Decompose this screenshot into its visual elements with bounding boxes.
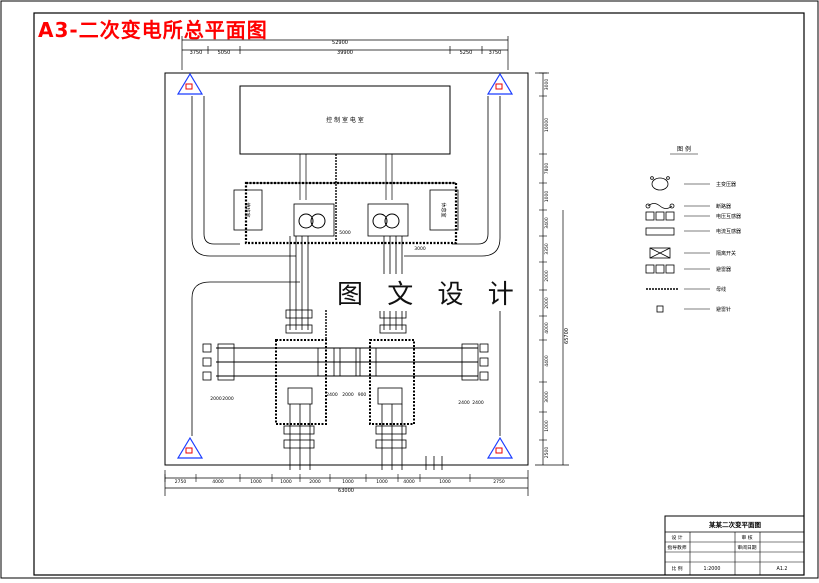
title-block-sheet: A1.2 xyxy=(777,566,788,572)
title-block-r1c2: 审阅日期 xyxy=(737,544,756,551)
control-building xyxy=(239,85,451,155)
legend-title: 图 例 xyxy=(677,145,691,153)
bottom-dim-label: 4000 xyxy=(212,479,224,485)
bottom-dim-label: 2750 xyxy=(175,479,187,485)
dim-inner-5: 2400 xyxy=(458,400,470,406)
transformer-yard: 值班室 休息室 5000 3000 xyxy=(233,154,459,252)
dim-bottom-overall: 63000 xyxy=(338,488,354,494)
corner-lightning-rods xyxy=(176,72,514,459)
right-dim-label: 1000 xyxy=(544,420,550,432)
dim-top-left-2: 5050 xyxy=(218,50,231,56)
site-boundary xyxy=(164,72,529,466)
switchyard-upper xyxy=(285,309,407,340)
right-dim-label: 4000 xyxy=(544,322,550,334)
bottom-dim-label: 2000 xyxy=(309,479,321,485)
right-dimension-segments: 3000 10000 7800 1000 3400 3350 2000 2000 4000 440… xyxy=(539,72,550,459)
title-block-name: 某某二次变平面图 xyxy=(709,520,762,529)
dim-top-left-1: 3750 xyxy=(190,50,203,56)
bus-end-equipment xyxy=(202,343,489,381)
watermark-text: 图 文 设 计 xyxy=(334,274,525,311)
upper-road xyxy=(191,96,501,257)
legend-item-voltage-transformer: 电压互感器 xyxy=(716,213,741,220)
dim-inner-7: 2400 xyxy=(326,392,338,398)
right-dim-label: 2000 xyxy=(544,270,550,282)
dim-inner-4: 2000 xyxy=(222,396,234,402)
top-dimensions xyxy=(181,36,509,70)
legend-item-busbar: 母线 xyxy=(716,286,726,293)
dim-inner-6: 2400 xyxy=(472,400,484,406)
dim-inner-9: 900 xyxy=(358,392,367,398)
right-dim-label: 3000 xyxy=(544,79,550,91)
right-dimensions xyxy=(535,72,569,466)
busbars xyxy=(216,347,478,377)
bottom-dim-label: 1000 xyxy=(250,479,262,485)
right-dim-label: 3400 xyxy=(544,217,550,229)
right-dim-label: 7800 xyxy=(544,163,550,175)
bottom-dim-label: 1000 xyxy=(280,479,292,485)
drawing-title: A3-二次变电所总平面图 xyxy=(38,18,268,42)
title-block: 某某二次变平面图 设 计 审 核 指导教师 审阅日期 比 例 1:2000 A1… xyxy=(664,515,805,576)
switchyard-frames xyxy=(275,339,415,425)
title-block-scale: 1:2000 xyxy=(704,566,721,572)
title-block-r0c2: 审 核 xyxy=(741,534,752,541)
title-block-r0c0: 设 计 xyxy=(671,534,682,541)
side-box-left-label: 值班室 xyxy=(244,202,251,217)
right-dim-label: 10000 xyxy=(544,118,550,132)
dim-right-overall: 65700 xyxy=(564,328,570,344)
dim-top-inner: 39900 xyxy=(337,50,353,56)
legend-item-lightning-rod: 避雷针 xyxy=(716,306,731,313)
dim-inner-8: 2000 xyxy=(342,392,354,398)
bottom-dim-label: 2750 xyxy=(493,479,505,485)
title-block-r1c0: 指导教师 xyxy=(667,544,686,551)
bottom-dim-label: 1000 xyxy=(439,479,451,485)
legend-item-main-transformer: 主变压器 xyxy=(716,181,736,188)
dim-inner-2: 3000 xyxy=(414,246,426,252)
side-box-right-label: 休息室 xyxy=(440,202,447,217)
title-block-r2c0: 比 例 xyxy=(671,565,682,572)
dim-top-overall: 52900 xyxy=(332,40,348,46)
right-dim-label: 2500 xyxy=(544,447,550,459)
legend-item-disconnect-switch: 隔离开关 xyxy=(716,250,736,257)
right-dim-label: 4400 xyxy=(544,355,550,367)
control-building-label: 控 制 室 电 室 xyxy=(326,116,364,124)
inner-border xyxy=(33,12,805,576)
right-dim-label: 2000 xyxy=(544,297,550,309)
legend-item-current-transformer: 电流互感器 xyxy=(716,228,741,235)
legend-item-breaker: 断路器 xyxy=(716,203,731,210)
dim-top-right-1: 5250 xyxy=(460,50,473,56)
bottom-dimension-segments: 2750 4000 1000 1000 2000 1000 1000 4000 1000 2750 xyxy=(164,474,505,485)
legend: 图 例 主变压器 断路器 电压互感器 电流 xyxy=(645,145,741,313)
bottom-dim-label: 4000 xyxy=(403,479,415,485)
dim-top-right-2: 3750 xyxy=(489,50,502,56)
dim-inner-1: 5000 xyxy=(339,230,351,236)
right-dim-label: 3350 xyxy=(544,243,550,255)
right-dim-label: 1000 xyxy=(544,191,550,203)
legend-item-arrester: 避雷器 xyxy=(716,266,731,273)
bottom-dimensions xyxy=(164,470,529,496)
right-dim-label: 3000 xyxy=(544,391,550,403)
bottom-dim-label: 1000 xyxy=(376,479,388,485)
switchyard-lower xyxy=(283,387,443,470)
bottom-dim-label: 1000 xyxy=(342,479,354,485)
dim-inner-3: 2000 xyxy=(210,396,222,402)
